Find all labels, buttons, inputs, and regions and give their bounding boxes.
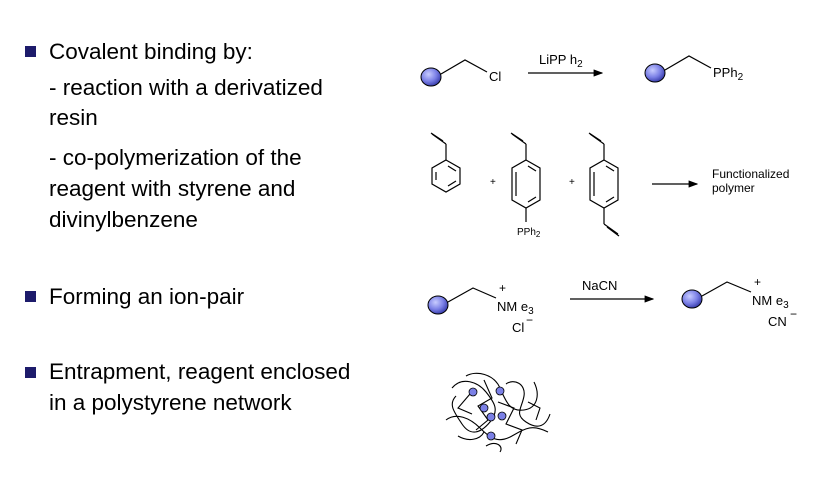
bullet-marker: [25, 46, 36, 57]
pph2-substituent: PPh2: [517, 227, 541, 239]
reagent-label: LiPP h2: [539, 52, 583, 70]
scheme-copolymerization: + PPh2 +: [430, 132, 699, 239]
reagent-bead: [486, 431, 496, 441]
divinylbenzene-molecule: [588, 132, 620, 237]
styrene-molecule: [430, 132, 461, 193]
bullet-covalent-sub-1: - reaction with a derivatized: [49, 75, 323, 100]
bullet-entrapment-line2: in a polystyrene network: [49, 390, 292, 415]
resin-bead: [420, 67, 442, 87]
bond-line: [440, 59, 488, 75]
bullet-ion-pair: Forming an ion-pair: [49, 284, 245, 309]
bullet-covalent-sub-4: reagent with styrene and: [49, 176, 296, 201]
phosphine-group: PPh2: [713, 65, 744, 83]
bullet-covalent-sub-2: resin: [49, 105, 98, 130]
reagent-bead: [486, 412, 496, 422]
negative-charge: −: [526, 313, 533, 327]
resin-bead: [681, 289, 703, 309]
bond-line: [701, 281, 752, 297]
reagent-bead: [479, 403, 489, 413]
bullet-covalent-sub-3: - co-polymerization of the: [49, 145, 302, 170]
cyanide-anion: CN: [768, 314, 787, 329]
plus-sign: +: [490, 177, 496, 188]
bond-line: [447, 287, 497, 303]
polymer-network-illustration: [445, 372, 551, 453]
resin-bead: [427, 295, 449, 315]
ammonium-group: NM e3: [497, 299, 534, 317]
bullet-covalent-title: Covalent binding by:: [49, 39, 253, 64]
scheme-ion-pair: + NM e3 Cl − NaCN + NM e3 CN −: [427, 275, 797, 335]
bullet-marker: [25, 367, 36, 378]
bullet-covalent-sub-5: divinylbenzene: [49, 207, 198, 232]
ammonium-group: NM e3: [752, 293, 789, 311]
bullet-entrapment-line1: Entrapment, reagent enclosed: [49, 359, 351, 384]
chloro-group: Cl: [489, 69, 501, 84]
functionalized-polymer-label: Functionalized: [712, 167, 789, 181]
reagent-label: NaCN: [582, 278, 617, 293]
scheme-covalent-derivatized: Cl LiPP h2 PPh2: [420, 52, 744, 87]
plus-sign: +: [569, 177, 575, 188]
entrapped-reagent-beads: [468, 386, 507, 441]
bond-line: [664, 55, 712, 71]
chloride-anion: Cl: [512, 320, 524, 335]
positive-charge: +: [499, 281, 506, 295]
negative-charge: −: [790, 307, 797, 321]
reagent-bead: [497, 411, 507, 421]
reagent-bead: [495, 386, 505, 396]
phosphinostyrene-molecule: [510, 132, 541, 222]
reagent-bead: [468, 387, 478, 397]
positive-charge: +: [754, 275, 761, 289]
functionalized-polymer-label: polymer: [712, 181, 755, 195]
resin-bead: [644, 63, 666, 83]
bullet-marker: [25, 291, 36, 302]
